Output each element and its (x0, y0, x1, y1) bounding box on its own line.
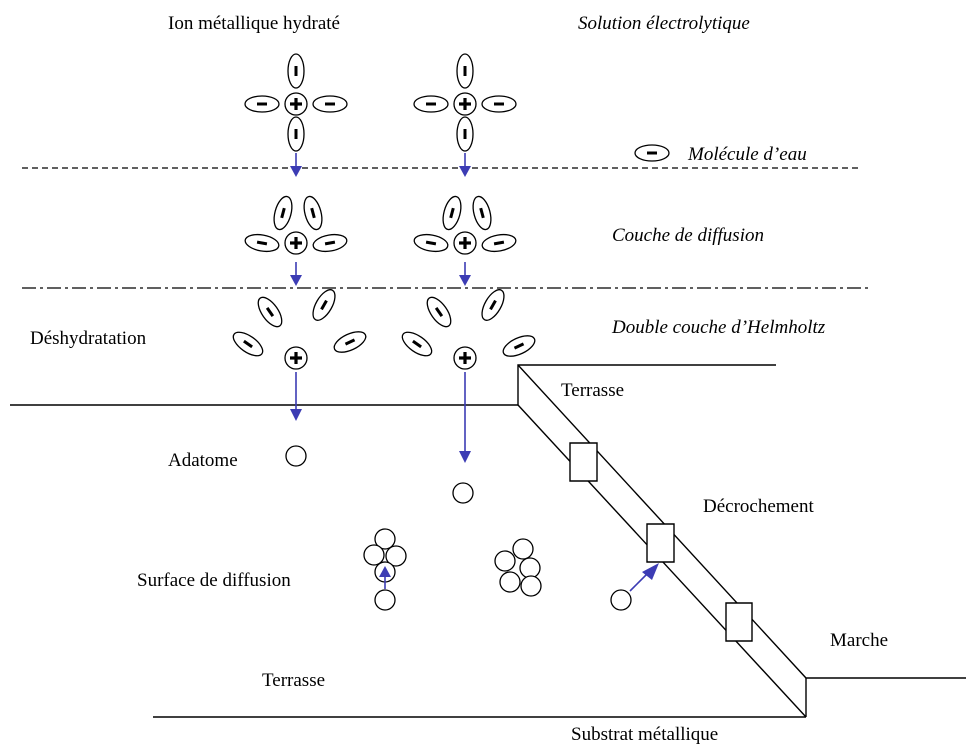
kink-label: Décrochement (703, 496, 814, 517)
dehydration-left (228, 285, 370, 370)
substrate-profile (10, 364, 966, 718)
water-molecule-legend-icon (634, 144, 670, 162)
adatom-label: Adatome (168, 450, 238, 471)
diffusion-ion-right (412, 193, 518, 255)
arrow-down-icon (289, 261, 303, 287)
arrow-down-icon (290, 372, 302, 421)
cluster-large (494, 538, 542, 597)
surface-diffusion-label: Surface de diffusion (137, 570, 291, 591)
arrow-to-kink-icon (629, 563, 659, 592)
adatom-to-kink (610, 589, 632, 611)
arrow-down-icon (459, 372, 471, 463)
adatom-right (452, 482, 474, 504)
terrace-bottom-label: Terrasse (262, 670, 325, 691)
arrow-down-icon (289, 152, 303, 178)
step-label: Marche (830, 630, 888, 651)
adatom-left (285, 445, 307, 467)
substrate-label: Substrat métallique (571, 724, 718, 745)
arrow-down-icon (458, 152, 472, 178)
ion-hydrate-label: Ion métallique hydraté (168, 13, 340, 34)
helmholtz-label: Double couche d’Helmholtz (611, 317, 826, 338)
water-molecule-label: Molécule d’eau (687, 144, 807, 165)
hydrated-ion-right (413, 53, 517, 152)
arrow-down-icon (458, 261, 472, 287)
arrow-up-icon (379, 566, 391, 589)
adatom-diffusing (374, 589, 396, 611)
solution-label: Solution électrolytique (578, 13, 750, 34)
hydrated-ion-left (244, 53, 348, 152)
diffusion-layer-label: Couche de diffusion (612, 225, 764, 246)
dehydration-right (397, 285, 539, 370)
dehydration-label: Déshydratation (30, 328, 147, 349)
terrace-top-label: Terrasse (561, 380, 624, 401)
diffusion-ion-left (243, 193, 349, 255)
